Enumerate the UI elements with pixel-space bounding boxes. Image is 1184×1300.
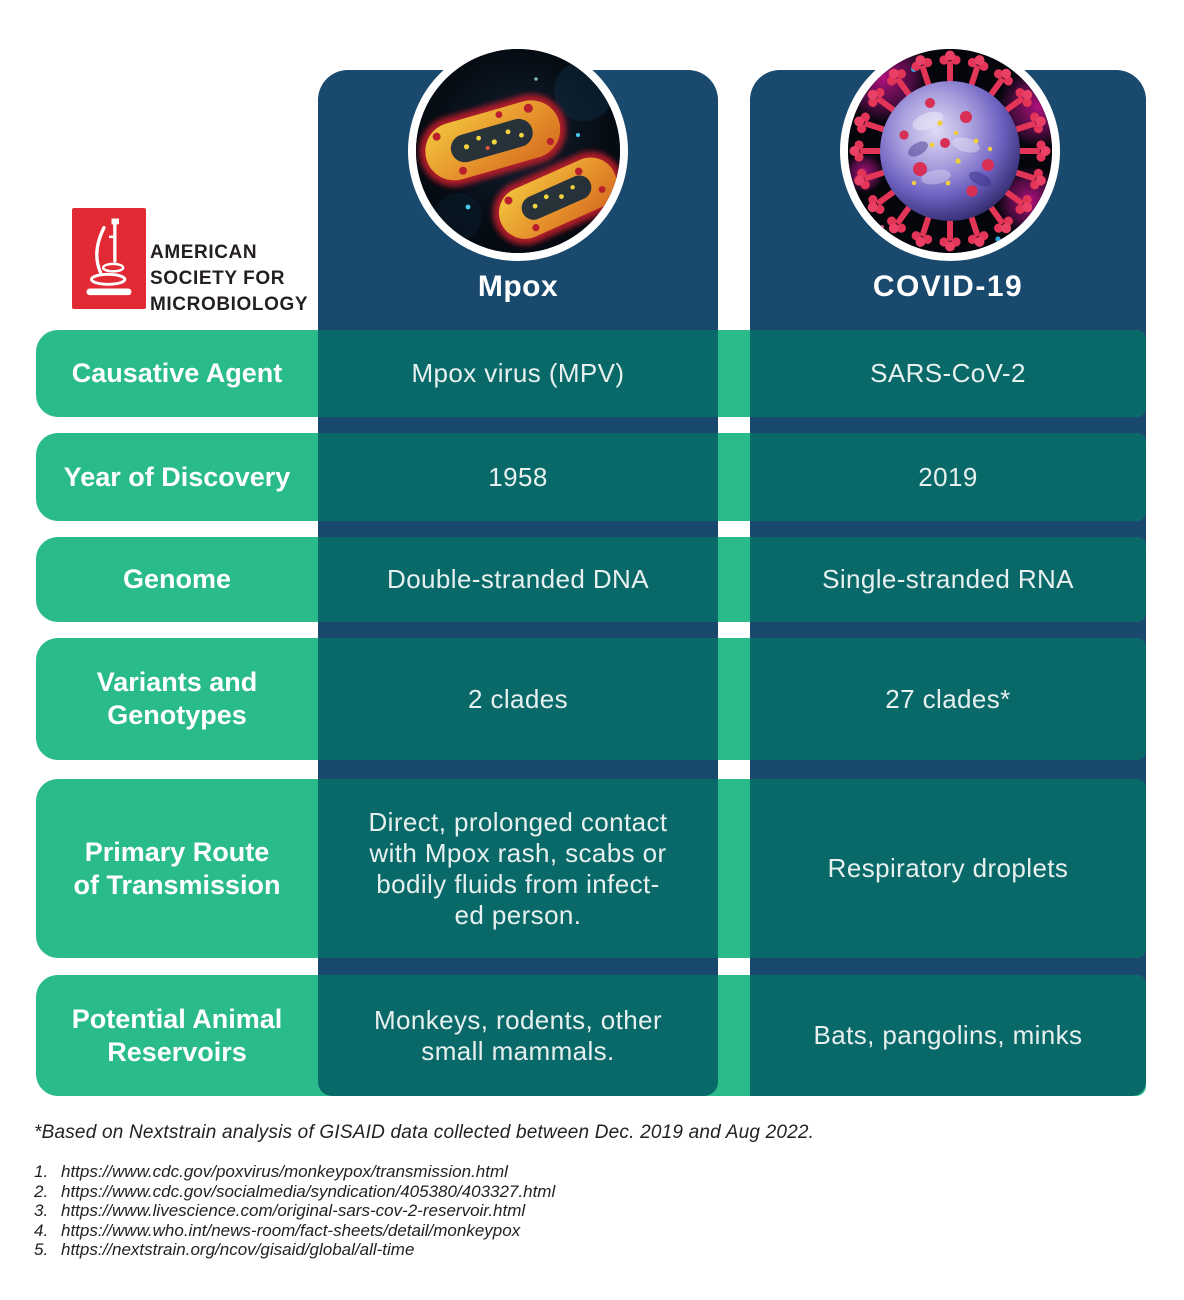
covid-cell	[750, 779, 1146, 958]
mpox-cell	[318, 537, 718, 622]
row-label: Genome	[122, 564, 232, 594]
reference-item: 5. https://nextstrain.org/ncov/gisaid/gl…	[34, 1240, 1134, 1260]
table-row-variants-genotypes: Variants and Genotypes 2 clades 27 clade…	[0, 638, 1184, 760]
covid-cell	[750, 330, 1146, 417]
mpox-value: 2 clades	[467, 683, 569, 714]
footnote: *Based on Nextstrain analysis of GISAID …	[34, 1122, 815, 1143]
mpox-value: Monkeys, rodents, other small mammals.	[373, 1004, 663, 1066]
reference-item: 4. https://www.who.int/news-room/fact-sh…	[34, 1221, 1134, 1241]
covid-value: Bats, pangolins, minks	[813, 1020, 1083, 1050]
reference-number: 3.	[34, 1201, 49, 1221]
mpox-value: Direct, prolonged contact with Mpox rash…	[368, 806, 668, 930]
mpox-column-title: Mpox	[477, 270, 559, 303]
mpox-cell	[318, 975, 718, 1096]
microscope-icon	[79, 212, 139, 305]
row-label: Variants and Genotypes	[96, 667, 258, 730]
table-row-causative-agent: Causative Agent Mpox virus (MPV) SARS-Co…	[0, 330, 1184, 417]
table-row-primary-route-of-transmission: Primary Route of Transmission Direct, pr…	[0, 779, 1184, 958]
reference-number: 4.	[34, 1220, 49, 1240]
reference-url: https://www.livescience.com/original-sar…	[61, 1201, 526, 1221]
reference-number: 1.	[34, 1162, 49, 1181]
mpox-cell	[318, 779, 718, 958]
covid-value: 2019	[918, 461, 978, 492]
covid-value: 27 clades*	[885, 683, 1011, 714]
reference-item: 2. https://www.cdc.gov/socialmedia/syndi…	[34, 1182, 1134, 1202]
table-row-genome: Genome Double-stranded DNA Single-strand…	[0, 537, 1184, 622]
covid-value: SARS-CoV-2	[870, 358, 1026, 388]
reference-number: 2.	[34, 1181, 49, 1201]
mpox-value: Mpox virus (MPV)	[411, 358, 625, 388]
reference-item: 3. https://www.livescience.com/original-…	[34, 1201, 1134, 1221]
covid-cell	[750, 975, 1146, 1096]
covid-virus-image	[840, 41, 1060, 261]
reference-url: https://www.who.int/news-room/fact-sheet…	[61, 1220, 521, 1240]
reference-number: 5.	[34, 1240, 49, 1260]
mpox-cell	[318, 433, 718, 521]
mpox-cell	[318, 638, 718, 760]
reference-url: https://nextstrain.org/ncov/gisaid/globa…	[61, 1240, 415, 1260]
covid-value: Single-stranded RNA	[822, 564, 1074, 594]
covid-column-title: COVID-19	[872, 270, 1024, 303]
reference-list: 1. https://www.cdc.gov/poxvirus/monkeypo…	[34, 1162, 1134, 1260]
covid-cell	[750, 638, 1146, 760]
reference-url: https://www.cdc.gov/poxvirus/monkeypox/t…	[61, 1162, 508, 1181]
table-row-potential-animal-reservoirs: Potential Animal Reservoirs Monkeys, rod…	[0, 975, 1184, 1096]
covid-cell	[750, 433, 1146, 521]
mpox-value: 1958	[488, 461, 548, 492]
row-label: Year of Discovery	[63, 461, 291, 492]
asm-logo-text: AMERICAN SOCIETY FOR MICROBIOLOGY	[150, 242, 309, 315]
row-label: Primary Route of Transmission	[73, 836, 281, 900]
row-label: Causative Agent	[71, 358, 283, 388]
covid-value: Respiratory droplets	[827, 853, 1069, 883]
reference-url: https://www.cdc.gov/socialmedia/syndicat…	[61, 1181, 556, 1201]
mpox-cell	[318, 330, 718, 417]
asm-logo	[72, 208, 146, 309]
covid-cell	[750, 537, 1146, 622]
mpox-value: Double-stranded DNA	[387, 564, 649, 594]
reference-item: 1. https://www.cdc.gov/poxvirus/monkeypo…	[34, 1162, 1134, 1182]
row-label: Potential Animal Reservoirs	[71, 1003, 283, 1067]
mpox-virus-image	[408, 41, 628, 261]
table-row-year-of-discovery: Year of Discovery 1958 2019	[0, 433, 1184, 521]
